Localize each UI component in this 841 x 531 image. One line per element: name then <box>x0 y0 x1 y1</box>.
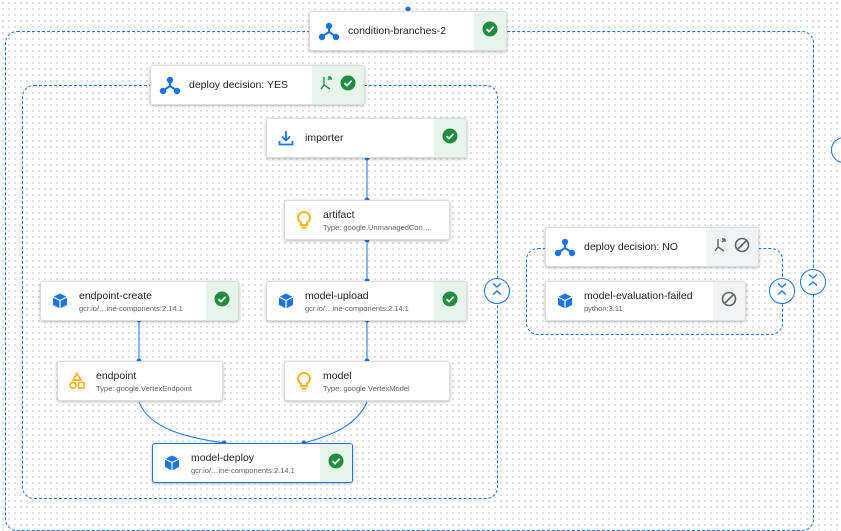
branch-icon <box>310 21 348 41</box>
port-top <box>405 6 411 12</box>
node-title: importer <box>305 132 344 144</box>
lightbulb-icon <box>285 371 323 391</box>
skipped-icon <box>734 237 750 258</box>
node-subtitle: gcr.io/…ine-components:2.14.1 <box>191 465 295 475</box>
node-title: deploy decision: YES <box>189 79 289 91</box>
status-succeeded <box>312 66 364 104</box>
node-title: artifact <box>323 208 355 221</box>
cube-icon <box>546 292 584 310</box>
status-skipped <box>706 228 758 266</box>
check-circle-icon <box>442 128 458 149</box>
node-title: model-evaluation-failed <box>584 289 693 302</box>
edge-model-model-deploy <box>303 401 368 444</box>
branch-icon <box>151 75 189 95</box>
node-endpoint-create[interactable]: endpoint-create gcr.io/…ine-components:2… <box>40 281 239 321</box>
collapse-group-yes-button[interactable] <box>484 278 510 304</box>
node-model-evaluation-failed[interactable]: model-evaluation-failed python:3.11 <box>545 281 746 321</box>
node-subtitle: gcr.io/…ine-components:2.14.1 <box>305 303 409 313</box>
check-circle-icon <box>482 21 498 42</box>
node-endpoint[interactable]: endpoint Type: google.VertexEndpoint <box>57 361 223 401</box>
cube-icon <box>41 292 79 310</box>
node-title: model <box>323 369 352 382</box>
status-succeeded <box>320 444 352 482</box>
node-deploy-decision-yes[interactable]: deploy decision: YES <box>150 65 365 105</box>
download-icon <box>267 129 305 147</box>
node-artifact[interactable]: artifact Type: google.UnmanagedCon… <box>284 200 450 240</box>
status-succeeded <box>434 282 466 320</box>
status-succeeded <box>474 12 506 50</box>
node-subtitle: python:3.11 <box>584 303 623 313</box>
node-subtitle: Type: google.VertexEndpoint <box>96 383 192 393</box>
node-title: deploy decision: NO <box>584 241 678 253</box>
node-subtitle: Type: google.VertexModel <box>323 383 410 393</box>
edge-control-partial[interactable] <box>831 137 841 163</box>
node-deploy-decision-no[interactable]: deploy decision: NO <box>545 227 759 267</box>
edge-endpoint-model-deploy <box>138 401 225 444</box>
branch-icon <box>546 237 584 257</box>
node-model-upload[interactable]: model-upload gcr.io/…ine-components:2.14… <box>266 281 467 321</box>
lightbulb-icon <box>285 210 323 230</box>
condition-icon <box>320 75 334 95</box>
status-succeeded <box>434 119 466 157</box>
condition-icon <box>714 237 728 257</box>
check-circle-icon <box>442 291 458 312</box>
collapse-group-outer-button[interactable] <box>800 269 826 295</box>
collapse-icon <box>491 282 503 301</box>
skipped-icon <box>721 291 737 312</box>
cube-icon <box>153 454 191 472</box>
node-title: model-deploy <box>191 451 255 464</box>
cube-icon <box>267 292 305 310</box>
collapse-group-no-button[interactable] <box>769 278 795 304</box>
collapse-icon <box>807 273 819 292</box>
node-condition-branches-2[interactable]: condition-branches-2 <box>309 11 507 51</box>
node-subtitle: Type: google.UnmanagedCon… <box>323 222 431 232</box>
status-skipped <box>713 282 745 320</box>
node-title: endpoint-create <box>79 289 152 302</box>
node-model[interactable]: model Type: google.VertexModel <box>284 361 450 401</box>
node-title: model-upload <box>305 289 369 302</box>
check-circle-icon <box>214 291 230 312</box>
node-importer[interactable]: importer <box>266 118 467 158</box>
node-subtitle: gcr.io/…ine-components:2.14.1 <box>79 303 183 313</box>
check-circle-icon <box>328 453 344 474</box>
collapse-icon <box>776 282 788 301</box>
node-model-deploy[interactable]: model-deploy gcr.io/…ine-components:2.14… <box>152 443 353 483</box>
node-title: condition-branches-2 <box>348 25 447 37</box>
check-circle-icon <box>340 75 356 96</box>
status-succeeded <box>206 282 238 320</box>
shapes-icon <box>58 372 96 390</box>
node-title: endpoint <box>96 369 137 382</box>
